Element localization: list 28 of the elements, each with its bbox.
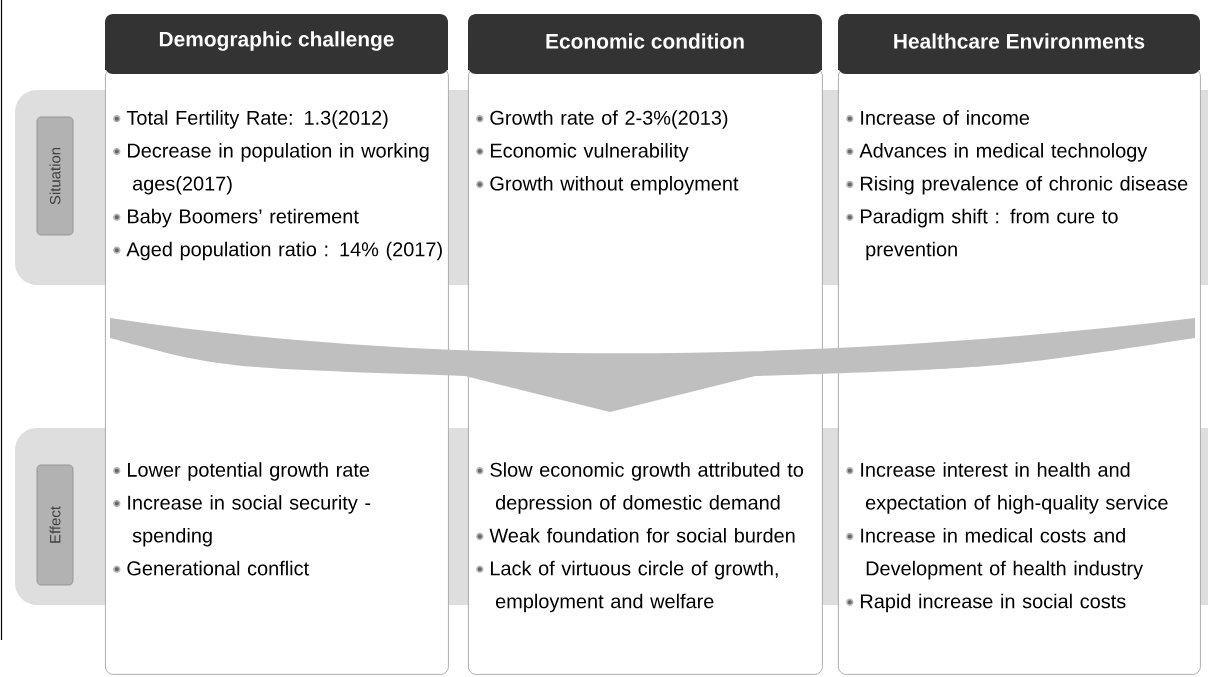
bullet-text: Lack of virtuous circle of growth, employment and welfare — [491, 560, 778, 613]
bullet-text: Weak foundation for social burden — [489, 527, 795, 543]
bullet-text: Increase interest in health and expectation of high-quality service — [861, 462, 1168, 514]
bullet-text: Increase in social security - spending — [128, 495, 371, 547]
bullet-text: Lower potential growth rate — [128, 462, 370, 481]
bullet-text: Advances in medical technology — [859, 143, 1148, 162]
bullet-text: Rapid increase in social costs — [861, 593, 1126, 613]
bullet-text: Increase in medical costs and Development of health industry — [861, 527, 1144, 580]
bullet-text: Growth rate of 2-3%(2013) — [490, 110, 728, 129]
bullet-text: Total Fertility Rate: 1.3(2012) — [126, 110, 388, 129]
bullet-text: Decrease in population in working ages(2017) — [128, 143, 429, 195]
column-panel — [105, 68, 449, 675]
bullet-text: Slow economic growth attributed to depression of domestic demand — [490, 462, 804, 514]
bullet-text: Rising prevalence of chronic disease — [861, 175, 1188, 195]
column-header: Healthcare Environments — [838, 14, 1200, 74]
bullet-text: Economic vulnerability — [491, 143, 689, 162]
bullet-text: Aged population ratio : 14% (2017) — [126, 241, 442, 261]
bullet-text: Baby Boomers’ retirement — [128, 208, 359, 228]
row-label-button: Situation — [36, 116, 74, 236]
column-header: Demographic challenge — [105, 14, 448, 74]
row-label-button: Effect — [36, 464, 74, 586]
column-panel — [468, 68, 823, 675]
column-header: Economic condition — [468, 14, 822, 74]
bullet-text: Increase of income — [861, 110, 1029, 125]
column-panel — [838, 68, 1201, 675]
bullet-text: Paradigm shift : from cure to prevention — [861, 208, 1118, 261]
bullet-text: Generational conflict — [127, 560, 309, 576]
bullet-text: Growth without employment — [490, 175, 739, 195]
